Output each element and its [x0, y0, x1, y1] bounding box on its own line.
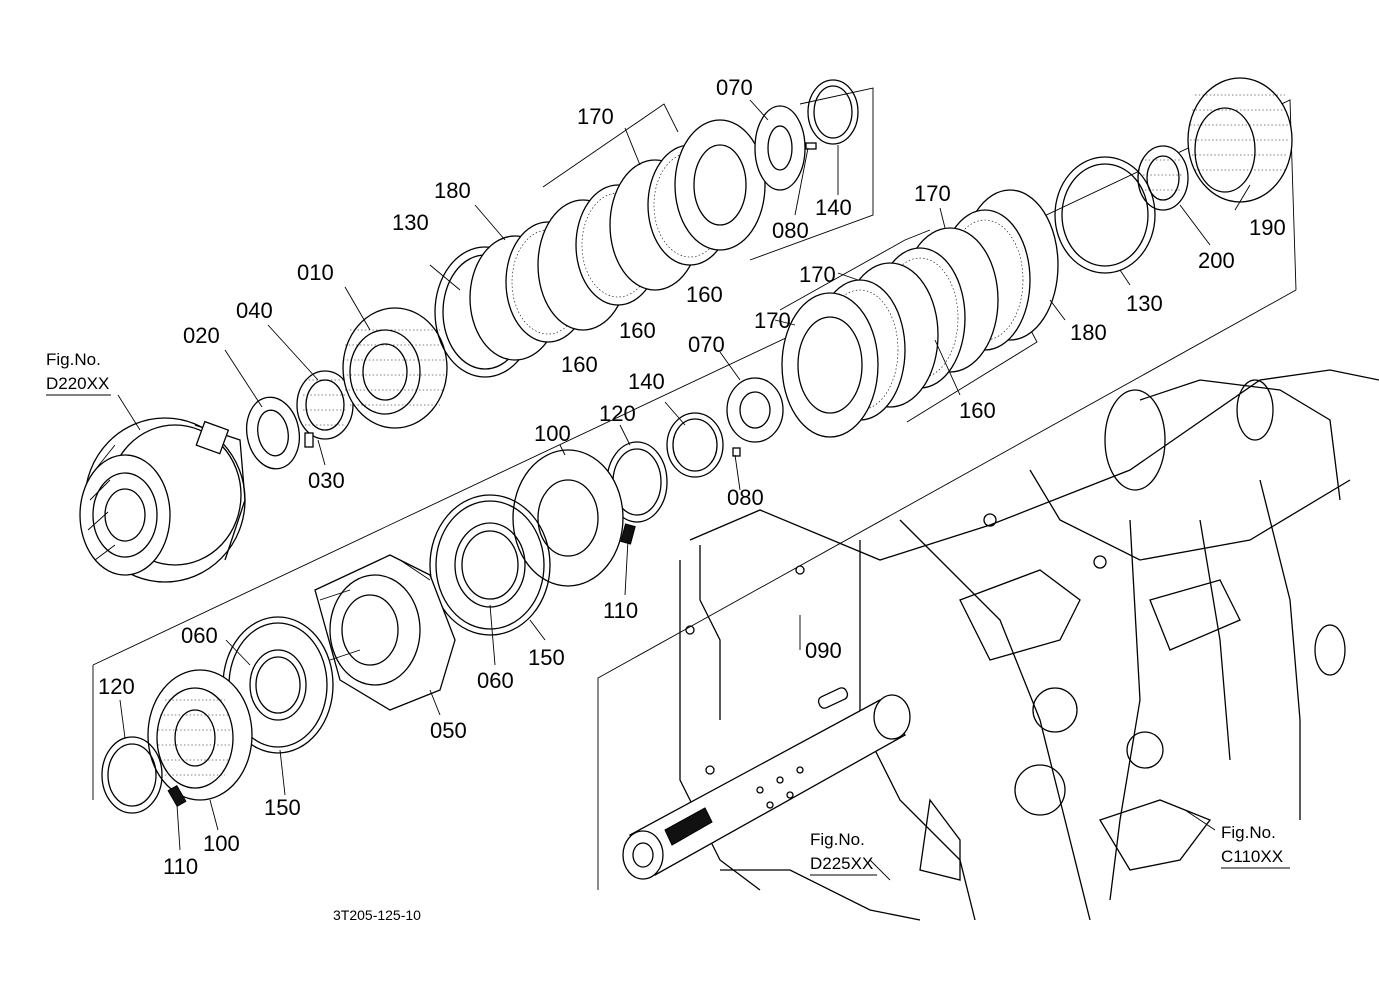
label-170-lower: 170: [754, 308, 791, 333]
label-140-upper: 140: [815, 195, 852, 220]
label-160-a: 160: [686, 282, 723, 307]
input-shaft: [622, 694, 911, 880]
group-brackets: [92, 87, 1297, 890]
part-080-upper-pin: [805, 142, 817, 150]
lower-clutch-pack: [781, 189, 1059, 438]
part-090-key: [817, 687, 849, 709]
label-070-lower: 070: [688, 332, 725, 357]
figure-references: Fig.No. D220XX Fig.No. D225XX Fig.No. C1…: [46, 350, 1290, 876]
part-060-lower: [249, 649, 307, 721]
part-labels: 010 020 030 040 050 060 060 070 070 080 …: [98, 75, 1286, 879]
part-070-upper: [754, 105, 806, 191]
label-130-right: 130: [1126, 291, 1163, 316]
label-150-lower: 150: [264, 795, 301, 820]
part-020-washer: [245, 396, 301, 470]
part-110-lower-spring: [167, 785, 187, 807]
label-110-upper: 110: [603, 598, 638, 623]
upper-clutch-pack: [469, 119, 766, 361]
label-170-right: 170: [914, 181, 951, 206]
fig-ref-d225-line2: D225XX: [810, 854, 873, 873]
label-170-upper: 170: [577, 104, 614, 129]
part-050-carrier: [314, 554, 456, 711]
part-120-lower: [101, 736, 163, 814]
label-080-upper: 080: [772, 218, 809, 243]
part-140-upper-ring: [807, 79, 859, 145]
label-100-upper: 100: [534, 421, 571, 446]
label-160-b: 160: [619, 318, 656, 343]
label-180-lower: 180: [1070, 320, 1107, 345]
bracket-main-top: [92, 99, 1297, 666]
label-010: 010: [297, 260, 334, 285]
label-110-lower: 110: [163, 854, 198, 879]
part-100-upper: [512, 449, 624, 587]
label-090: 090: [805, 638, 842, 663]
part-140-lower-ring: [666, 412, 724, 478]
label-030: 030: [308, 468, 345, 493]
label-160-d: 160: [959, 398, 996, 423]
part-080-lower-pin: [732, 447, 741, 457]
label-190: 190: [1249, 215, 1286, 240]
label-100-lower: 100: [203, 831, 240, 856]
hub-assembly: [79, 417, 246, 583]
label-040: 040: [236, 298, 273, 323]
fig-ref-c110-line1: Fig.No.: [1221, 823, 1276, 842]
bracket-lower-170: [779, 229, 931, 311]
part-150-upper: [429, 494, 551, 636]
fig-ref-d225-line1: Fig.No.: [810, 830, 865, 849]
fig-ref-c110-line2: C110XX: [1221, 847, 1283, 866]
label-060-left: 060: [181, 623, 218, 648]
part-110-upper-spring: [620, 523, 636, 545]
fig-ref-d220-line1: Fig.No.: [46, 350, 101, 369]
bracket-shaft-box: [597, 289, 1297, 890]
label-150-upper: 150: [528, 645, 565, 670]
label-070-upper: 070: [716, 75, 753, 100]
label-060-right: 060: [477, 668, 514, 693]
label-050: 050: [430, 718, 467, 743]
label-120-lower: 120: [98, 674, 135, 699]
part-200-bearing: [1137, 145, 1189, 211]
fig-ref-d220-line2: D220XX: [46, 374, 109, 393]
label-120-upper: 120: [599, 401, 636, 426]
part-100-lower: [147, 669, 253, 801]
label-130-left: 130: [392, 210, 429, 235]
part-010-gear: [342, 307, 448, 429]
label-020: 020: [183, 323, 220, 348]
part-040-needle-bearing: [296, 370, 354, 440]
part-070-lower: [726, 377, 784, 443]
leader-lines: [117, 99, 1251, 881]
bracket-upper-right: [749, 87, 874, 261]
label-160-c: 160: [561, 352, 598, 377]
part-060-upper: [454, 522, 526, 608]
label-080-lower: 080: [727, 485, 764, 510]
part-130-snap-ring-lower: [1054, 156, 1156, 274]
part-030-pin: [304, 432, 314, 448]
label-170-mid: 170: [799, 262, 836, 287]
bracket-upper-170: [542, 103, 679, 188]
label-140-lower: 140: [628, 369, 665, 394]
label-200: 200: [1198, 248, 1235, 273]
part-190-gear: [1187, 77, 1293, 203]
drawing-code: 3T205-125-10: [333, 907, 421, 923]
label-180-upper: 180: [434, 178, 471, 203]
